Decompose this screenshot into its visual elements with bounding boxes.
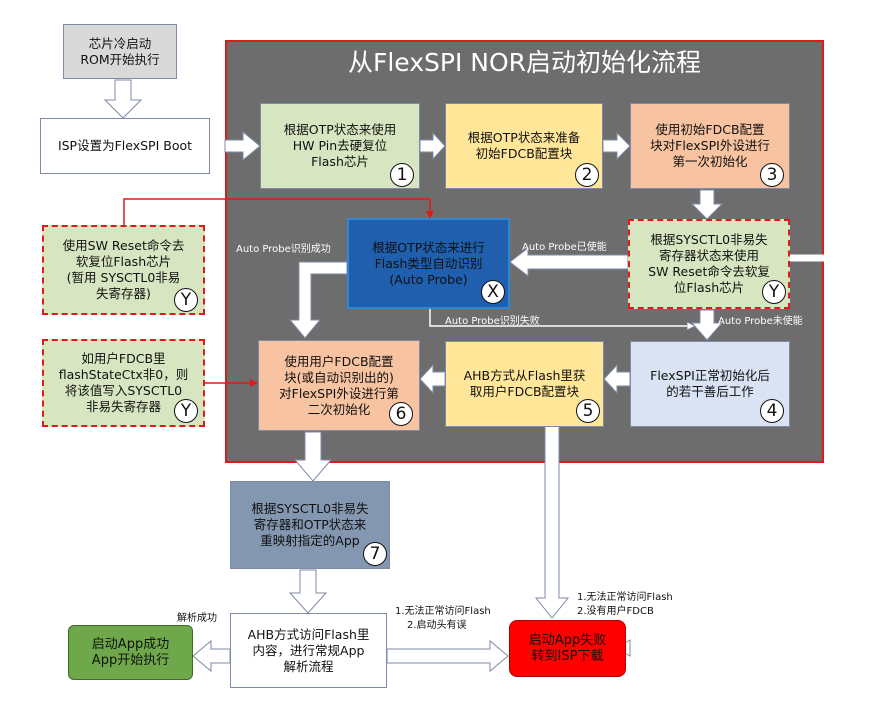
label-parse-ok: 解析成功 bbox=[177, 613, 217, 624]
app-fail-box: 启动App失败 转到ISP下载 bbox=[509, 620, 626, 677]
arrow-ahb-to-success bbox=[192, 639, 231, 673]
stepX-badge: X bbox=[481, 280, 505, 304]
step6-badge: 6 bbox=[389, 402, 413, 426]
step7-badge: 7 bbox=[363, 542, 387, 566]
arrow-cold-to-isp bbox=[103, 79, 143, 119]
label-probe-success: Auto Probe识别成功 bbox=[236, 244, 331, 255]
stepY1-box: 根据SYSCTL0非易失 寄存器状态来使用 SW Reset命令去软复 位Fla… bbox=[628, 219, 790, 309]
arrow-Y1-to-4 bbox=[690, 309, 724, 341]
label-fail-a1: 1.无法正常访问Flash bbox=[395, 606, 491, 617]
step2-badge: 2 bbox=[575, 163, 599, 187]
label-fail-b1: 1.无法正常访问Flash bbox=[577, 592, 673, 603]
label-probe-enabled: Auto Probe已使能 bbox=[522, 242, 607, 253]
ahb-access-box: AHB方式访问Flash里 内容，进行常规App 解析流程 bbox=[230, 613, 387, 688]
arrow-Y1-to-X bbox=[509, 246, 629, 278]
diagram-title: 从FlexSPI NOR启动初始化流程 bbox=[347, 48, 702, 77]
app-success-box: 启动App成功 App开始执行 bbox=[68, 625, 193, 680]
arrow-X-to-6 bbox=[288, 261, 348, 339]
arrow-2-to-3 bbox=[602, 131, 631, 161]
step4-badge: 4 bbox=[760, 399, 784, 423]
stepY1-badge: Y bbox=[762, 280, 786, 304]
step6-box: 使用用户FDCB配置 块(或自动识别出的) 对FlexSPI外设进行第 二次初始… bbox=[258, 340, 420, 431]
arrow-1-to-2 bbox=[419, 131, 446, 161]
label-probe-disabled: Auto Probe未使能 bbox=[718, 316, 803, 327]
arrow-5-to-fail bbox=[534, 424, 570, 619]
arrow-6-to-7 bbox=[293, 431, 333, 482]
label-fail-a2: 2.启动头有误 bbox=[407, 620, 467, 631]
step5-box: AHB方式从Flash里获 取用户FDCB配置块 bbox=[445, 341, 604, 427]
arrow-7-to-ahb bbox=[288, 569, 328, 614]
step3-badge: 3 bbox=[760, 163, 784, 187]
sideY2-badge: Y bbox=[174, 399, 198, 423]
label-probe-fail: Auto Probe识别失败 bbox=[445, 316, 540, 327]
arrow-4-to-5 bbox=[603, 363, 631, 395]
cold-boot-box: 芯片冷启动 ROM开始执行 bbox=[63, 24, 177, 79]
label-fail-b2: 2.没有用户FDCB bbox=[577, 606, 654, 617]
step5-badge: 5 bbox=[576, 399, 600, 423]
isp-boot-box: ISP设置为FlexSPI Boot bbox=[40, 118, 210, 174]
sideY1-badge: Y bbox=[174, 288, 198, 312]
arrow-isp-to-1 bbox=[224, 130, 261, 162]
step7-box: 根据SYSCTL0非易失 寄存器和OTP状态来 重映射指定的App bbox=[230, 481, 390, 569]
arrow-ahb-to-fail bbox=[386, 639, 509, 673]
connector-sideY1-to-X bbox=[123, 198, 434, 225]
arrow-3-to-Y1 bbox=[690, 189, 724, 220]
step1-badge: 1 bbox=[390, 163, 414, 187]
arrow-5-to-6 bbox=[419, 363, 446, 395]
connector-X-fail-to-4 bbox=[429, 309, 694, 326]
